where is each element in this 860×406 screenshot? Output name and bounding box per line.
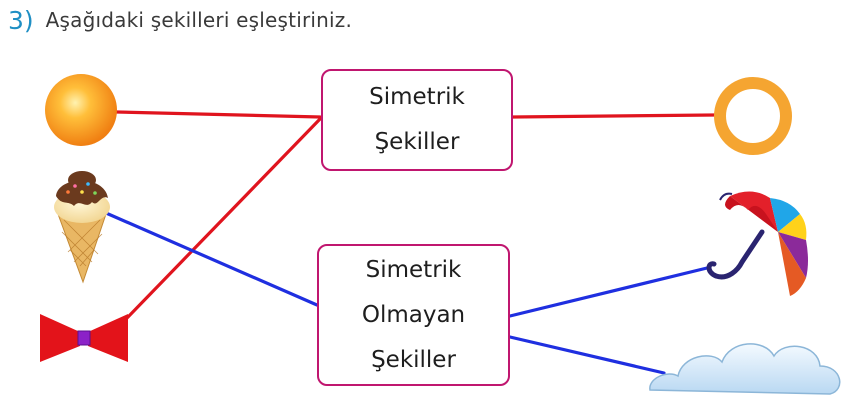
- match-line-ring: [511, 113, 716, 119]
- asymmetric-shapes-box: Simetrik Olmayan Şekiller: [317, 244, 510, 386]
- box-label-line: Olmayan: [361, 301, 466, 328]
- ice-cream-cone-icon: [54, 171, 110, 284]
- bow-tie-icon: [40, 314, 128, 362]
- match-lines-symmetric: [115, 110, 716, 320]
- umbrella-icon: [706, 191, 808, 296]
- match-line-ice-cream: [104, 211, 319, 307]
- box-label-line: Şekiller: [374, 129, 460, 155]
- orange-ball-icon: [45, 74, 117, 146]
- match-line-ball: [115, 110, 322, 119]
- match-line-umbrella: [508, 266, 709, 318]
- question-number: 3): [8, 5, 34, 35]
- question-header: 3) Aşağıdaki şekilleri eşleştiriniz.: [8, 2, 352, 38]
- match-line-bow-tie: [125, 117, 322, 320]
- cloud-icon: [649, 343, 841, 395]
- box-label-line: Simetrik: [369, 84, 465, 110]
- question-text: Aşağıdaki şekilleri eşleştiriniz.: [45, 8, 353, 32]
- symmetric-shapes-box: Simetrik Şekiller: [321, 69, 513, 171]
- ring-icon: [714, 77, 792, 155]
- box-label-line: Simetrik: [365, 256, 462, 283]
- box-label-line: Şekiller: [371, 346, 456, 373]
- match-lines-asymmetric: [104, 211, 709, 375]
- match-line-cloud: [508, 335, 666, 375]
